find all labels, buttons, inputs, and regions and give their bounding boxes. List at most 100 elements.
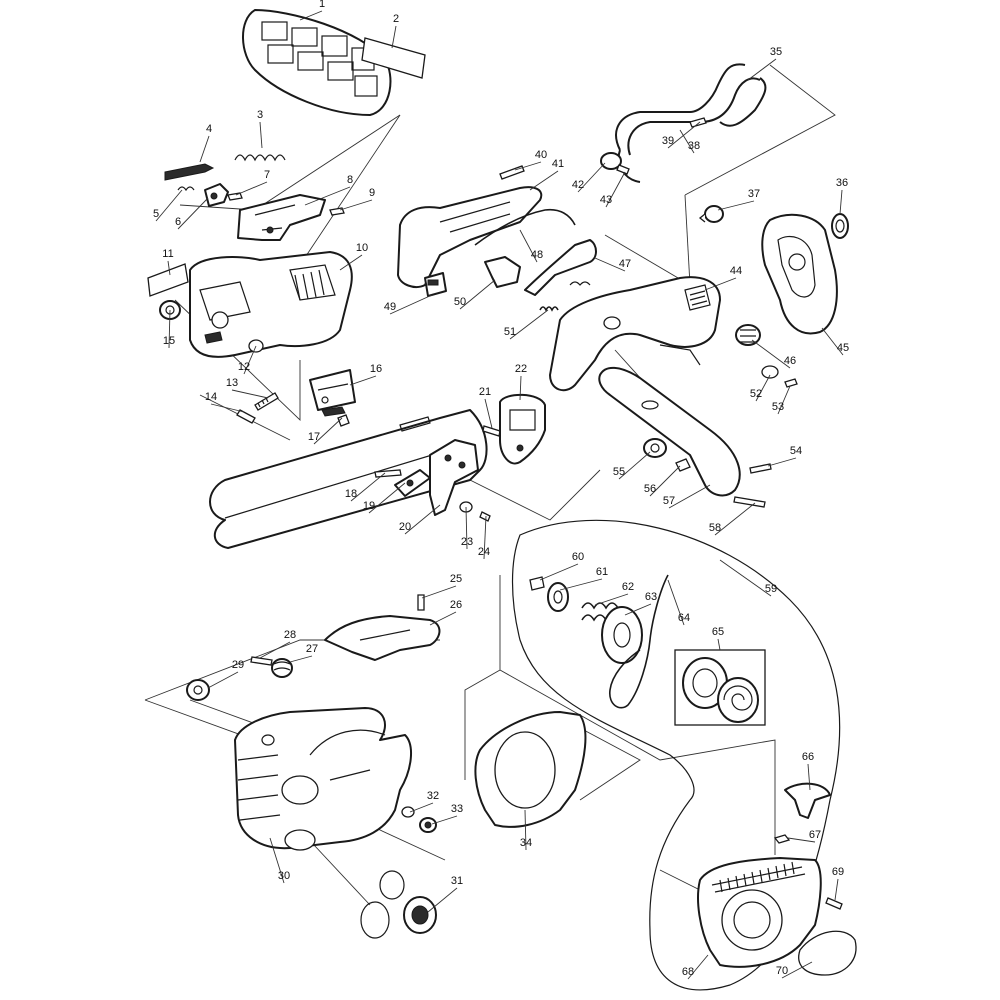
grommet-42: [600, 152, 630, 175]
leader-39: [667, 121, 701, 149]
leader-18: [350, 472, 386, 502]
collar-56: [675, 458, 691, 472]
leader-66: [807, 763, 811, 791]
leader-13: [231, 389, 269, 399]
leader-56: [649, 465, 681, 497]
leader-53: [777, 385, 791, 415]
screw-58: [733, 496, 766, 508]
leader-10: [339, 254, 363, 271]
tank-housing: [234, 707, 412, 851]
part-label-55: 55: [613, 466, 625, 478]
handle-cover: [397, 186, 543, 288]
reel-63: [601, 606, 643, 664]
stud-14: [236, 409, 256, 424]
part-label-19: 19: [363, 500, 375, 512]
leader-63: [624, 603, 652, 616]
air-filter-cover: [242, 9, 392, 116]
washer-67: [773, 834, 791, 844]
part-label-56: 56: [644, 483, 656, 495]
part-label-39: 39: [662, 135, 674, 147]
screw-17: [337, 414, 350, 427]
leader-33: [431, 815, 458, 825]
leader-64: [667, 579, 685, 626]
nut-33: [419, 817, 437, 833]
leader-20: [404, 504, 441, 535]
leader-38: [679, 129, 695, 154]
part-label-18: 18: [345, 488, 357, 500]
starter-group-outline: [511, 519, 841, 991]
damper-29: [186, 679, 210, 701]
brake-lever-plate: [237, 194, 326, 241]
part-label-1: 1: [319, 0, 325, 10]
guide-plate: [309, 369, 356, 417]
throttle-lever-47: [524, 239, 597, 296]
label-plate-2: [361, 37, 426, 79]
part-label-9: 9: [369, 187, 375, 199]
part-label-47: 47: [619, 258, 631, 270]
part-label-22: 22: [515, 363, 527, 375]
starter-case: [697, 857, 822, 968]
primer-36: [831, 213, 849, 239]
part-label-12: 12: [238, 361, 250, 373]
leader-8: [304, 186, 351, 206]
part-label-67: 67: [809, 829, 821, 841]
leader-50: [459, 279, 496, 310]
damper-46: [735, 324, 761, 346]
leader-58: [714, 502, 756, 536]
screw-54: [749, 463, 772, 474]
spring-coupler-27: [271, 658, 293, 678]
side-plate: [499, 393, 546, 465]
part-label-5: 5: [153, 208, 159, 220]
leader-54: [767, 457, 797, 467]
part-label-63: 63: [645, 591, 657, 603]
leader-9: [339, 199, 373, 211]
leader-41: [529, 170, 559, 191]
part-label-42: 42: [572, 179, 584, 191]
part-label-46: 46: [784, 355, 796, 367]
leader-43: [605, 171, 626, 208]
part-label-20: 20: [399, 521, 411, 533]
part-label-15: 15: [163, 335, 175, 347]
rod-48: [474, 208, 576, 246]
fuel-pipe-35: [615, 63, 767, 156]
leader-32: [409, 802, 434, 813]
leader-15: [168, 309, 171, 349]
rear-handle: [549, 276, 721, 392]
washer-32: [401, 806, 415, 818]
grip-66: [784, 782, 831, 819]
leader-7: [235, 181, 268, 196]
leader-67: [787, 837, 816, 843]
part-label-16: 16: [370, 363, 382, 375]
part-label-58: 58: [709, 522, 721, 534]
part-label-43: 43: [600, 194, 612, 206]
part-label-36: 36: [836, 177, 848, 189]
part-label-11: 11: [162, 248, 173, 260]
leader-52: [755, 374, 771, 402]
leader-49: [389, 294, 433, 315]
part-label-40: 40: [535, 149, 547, 161]
leader-31: [427, 887, 458, 913]
bolt-13: [254, 392, 279, 411]
pin-24: [479, 511, 491, 522]
leader-55: [618, 451, 651, 480]
leader-16: [349, 375, 377, 386]
part-label-14: 14: [205, 391, 217, 403]
spring-case-65: [674, 649, 766, 726]
leader-lines: [144, 64, 836, 906]
part-label-21: 21: [479, 386, 491, 398]
part-label-69: 69: [832, 866, 844, 878]
part-label-66: 66: [802, 751, 814, 763]
part-label-29: 29: [232, 659, 244, 671]
part-label-27: 27: [306, 643, 318, 655]
leader-27: [289, 655, 313, 663]
part-label-64: 64: [678, 612, 690, 624]
part-label-31: 31: [451, 875, 463, 887]
part-label-60: 60: [572, 551, 584, 563]
screw-25: [417, 594, 425, 611]
bushing-52: [761, 365, 779, 379]
tank-cap: [360, 870, 437, 939]
leader-28: [259, 641, 291, 659]
part-label-13: 13: [226, 377, 238, 389]
part-label-26: 26: [450, 599, 462, 611]
